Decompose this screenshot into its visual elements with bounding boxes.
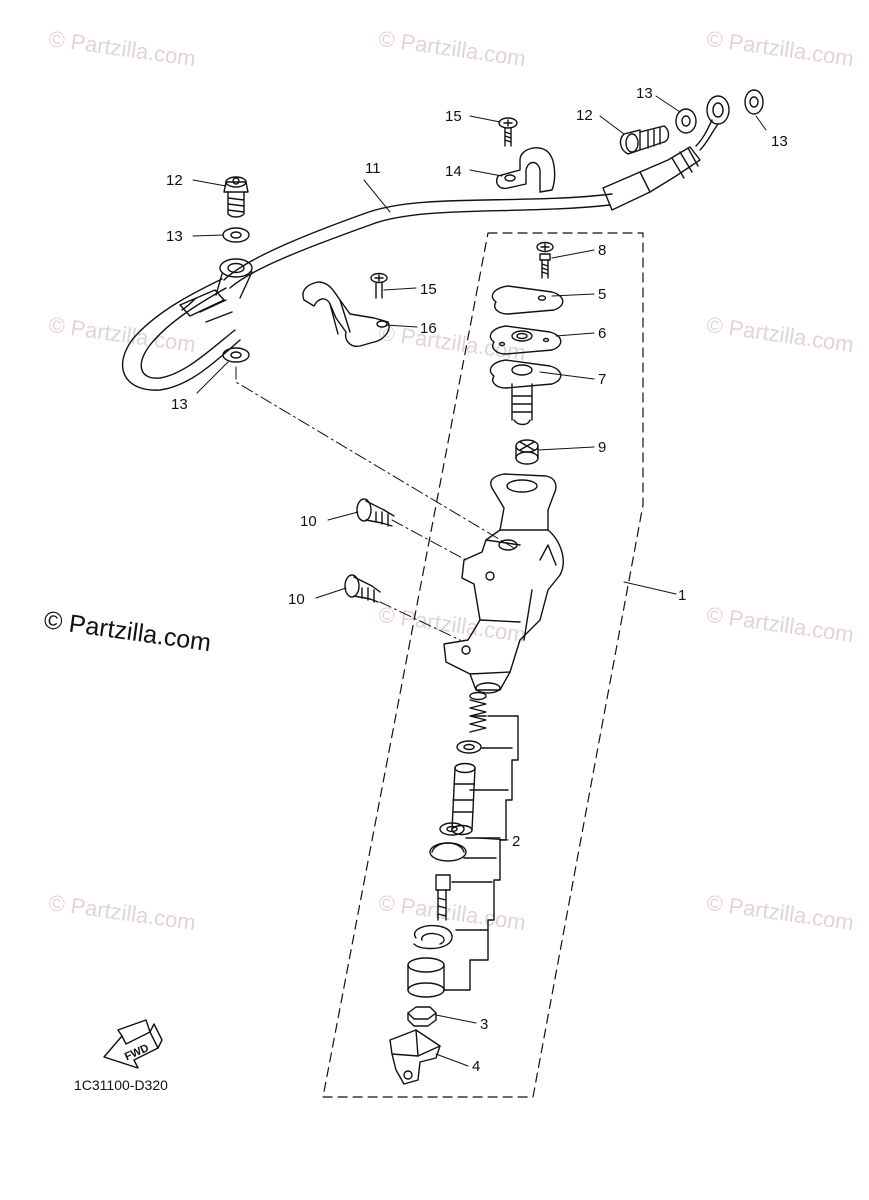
washer-13-d (744, 89, 764, 115)
spring (469, 691, 487, 733)
fwd-arrow-icon: FWD (103, 1019, 163, 1069)
washer-13-b (222, 347, 250, 363)
secondary-seal (439, 822, 465, 836)
screw-15-top (498, 117, 518, 147)
guide-lines (235, 366, 515, 641)
nut-3 (407, 1006, 437, 1027)
union-bolt-12-left (223, 176, 249, 218)
brake-hose (121, 95, 730, 391)
assembly-boundary (322, 232, 644, 1098)
callout-6: 6 (598, 325, 606, 342)
callout-12-right: 12 (576, 107, 593, 124)
diagram-code: 1C31100-D320 (74, 1077, 168, 1093)
piston (451, 762, 476, 836)
callout-13-c: 13 (636, 85, 653, 102)
kit-bracket (443, 715, 519, 991)
screw-15-bracket (370, 272, 388, 299)
callout-13-d: 13 (771, 133, 788, 150)
push-rod (435, 874, 451, 921)
circlip (413, 924, 453, 950)
callout-1: 1 (678, 587, 686, 604)
callout-10-upper: 10 (300, 513, 317, 530)
screw-8 (536, 241, 554, 279)
callout-3: 3 (480, 1016, 488, 1033)
leader-lines (192, 95, 767, 1067)
reservoir-cap-5 (491, 285, 564, 315)
callout-4: 4 (472, 1058, 480, 1075)
callout-8: 8 (598, 242, 606, 259)
union-bolt-12-right (619, 125, 670, 155)
float-9 (515, 439, 539, 465)
bolt-10-upper (356, 498, 395, 527)
callout-13-a: 13 (166, 228, 183, 245)
callout-11: 11 (365, 160, 381, 177)
hose-clamp-14 (496, 147, 556, 193)
bolt-10-lower (344, 574, 381, 603)
diaphragm-7 (489, 359, 562, 426)
callout-7: 7 (598, 371, 606, 388)
callout-14: 14 (445, 163, 462, 180)
callout-2: 2 (512, 833, 520, 850)
dust-boot (407, 957, 445, 998)
washer-13-a (222, 227, 250, 243)
callout-9: 9 (598, 439, 606, 456)
bracket-16 (302, 281, 390, 347)
callout-16: 16 (420, 320, 437, 337)
washer-13-c (675, 108, 697, 134)
cup-seal (456, 740, 482, 754)
master-cylinder-body (443, 473, 564, 694)
callout-13-b: 13 (171, 396, 188, 413)
callout-12-left: 12 (166, 172, 183, 189)
callout-15-bracket: 15 (420, 281, 437, 298)
callout-5: 5 (598, 286, 606, 303)
plate-6 (489, 325, 562, 355)
callout-10-lower: 10 (288, 591, 305, 608)
boot-washer (429, 842, 467, 862)
clevis-4 (389, 1029, 441, 1085)
callout-15-top: 15 (445, 108, 462, 125)
